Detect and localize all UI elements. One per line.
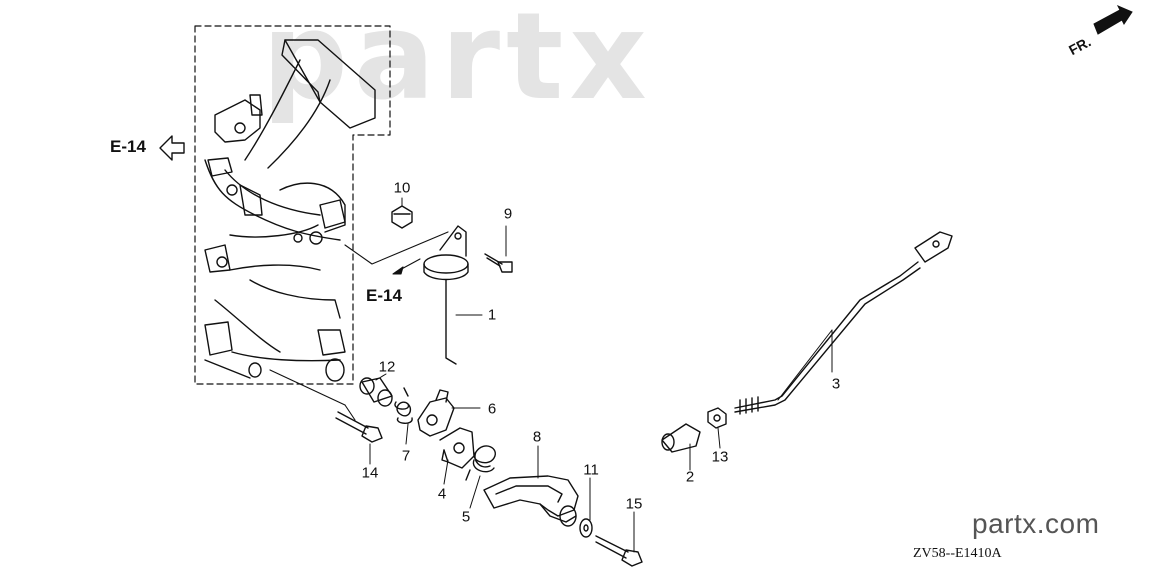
- part-12-sleeve: [359, 377, 393, 407]
- callout-1: 1: [487, 306, 497, 324]
- part-5-spring: [465, 445, 496, 481]
- part-1-diaphragm: [423, 225, 469, 365]
- e14-hollow-arrow: [159, 135, 185, 161]
- part-9-bolt: [484, 253, 513, 273]
- part-8-arm: [483, 475, 579, 527]
- part-7-spring: [394, 387, 413, 424]
- part-15-bolt: [595, 535, 643, 567]
- part-11-washer: [579, 518, 593, 538]
- reference-e14-center: E-14: [366, 286, 402, 305]
- reference-lines: [269, 231, 449, 421]
- brand-watermark: partx.com: [972, 508, 1100, 539]
- callout-10: 10: [393, 179, 411, 197]
- part-2-rod-end: [661, 423, 701, 453]
- callout-2: 2: [685, 468, 695, 486]
- callout-13: 13: [711, 448, 729, 466]
- part-3-rod: [734, 231, 953, 415]
- callout-15: 15: [625, 495, 643, 513]
- part-4-lever: [439, 427, 475, 469]
- callout-leaders: [369, 197, 833, 553]
- diagram-code: ZV58--E1410A: [913, 546, 1002, 561]
- watermark-text: partx: [262, 0, 653, 127]
- fr-direction-arrow: [1093, 5, 1133, 35]
- reference-e14-left: E-14: [110, 137, 146, 156]
- part-14-bolt: [335, 411, 383, 443]
- part-13-nut: [707, 407, 727, 429]
- callout-8: 8: [532, 428, 542, 446]
- part-6-bracket: [417, 389, 455, 437]
- dashed-boundary: [194, 25, 391, 385]
- callout-6: 6: [487, 400, 497, 418]
- callout-5: 5: [461, 508, 471, 526]
- part-10-nut: [391, 205, 413, 229]
- callout-11: 11: [583, 461, 599, 479]
- callout-3: 3: [831, 375, 841, 393]
- intake-manifold: [204, 39, 376, 382]
- callout-9: 9: [503, 205, 513, 223]
- callout-4: 4: [437, 485, 447, 503]
- callout-7: 7: [401, 447, 411, 465]
- callout-12: 12: [378, 358, 396, 376]
- callout-14: 14: [361, 464, 379, 482]
